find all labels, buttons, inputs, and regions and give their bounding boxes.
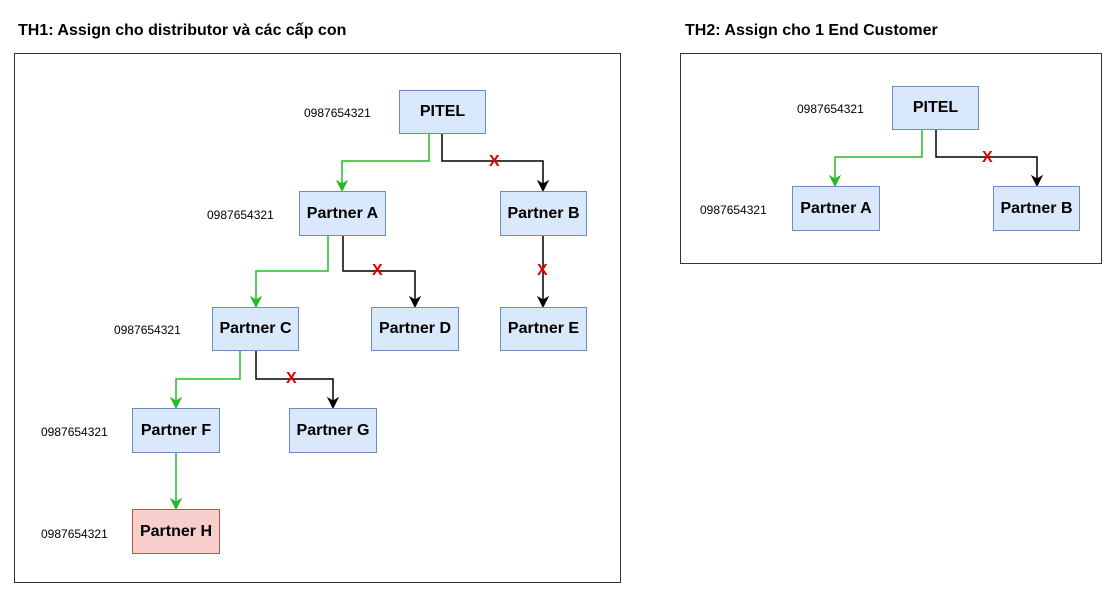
th1-node-partner-b[interactable]: Partner B xyxy=(500,191,587,236)
th2-node-partner-a[interactable]: Partner A xyxy=(792,186,880,231)
arrowhead-partner-c xyxy=(249,295,263,309)
arrowhead-partner-g xyxy=(326,396,340,410)
arrowhead-partner-b xyxy=(536,179,550,193)
th2-edge-pitel-partner-b xyxy=(935,130,1038,179)
arrowhead-partner-e xyxy=(536,295,550,309)
edge-pitel-partner-a xyxy=(341,134,430,184)
th2-phone-pitel: 0987654321 xyxy=(797,102,864,116)
edge-pitel-partner-b xyxy=(441,134,544,184)
th1-node-partner-f[interactable]: Partner F xyxy=(132,408,220,453)
edge-partner-c-partner-f xyxy=(175,351,241,401)
th2-node-partner-b[interactable]: Partner B xyxy=(993,186,1080,231)
th2-arrowhead-partner-b xyxy=(1030,174,1044,188)
th1-phone-partner-c: 0987654321 xyxy=(114,323,181,337)
th2-edge-pitel-partner-a xyxy=(834,130,923,179)
arrowhead-partner-d xyxy=(408,295,422,309)
arrowhead-partner-h xyxy=(169,497,183,511)
th1-phone-partner-h: 0987654321 xyxy=(41,527,108,541)
arrowhead-partner-f xyxy=(169,396,183,410)
blocked-mark-partner-c-partner-g: X xyxy=(286,370,297,387)
th1-node-partner-c[interactable]: Partner C xyxy=(212,307,299,351)
th1-title: TH1: Assign cho distributor và các cấp c… xyxy=(18,22,347,39)
edge-partner-c-partner-g xyxy=(255,351,334,401)
th1-node-partner-d[interactable]: Partner D xyxy=(371,307,459,351)
th1-phone-partner-f: 0987654321 xyxy=(41,425,108,439)
edge-partner-a-partner-c xyxy=(255,236,329,300)
th1-node-partner-g[interactable]: Partner G xyxy=(289,408,377,453)
th2-title: TH2: Assign cho 1 End Customer xyxy=(685,22,938,39)
arrowhead-partner-a xyxy=(335,179,349,193)
th1-node-pitel[interactable]: PITEL xyxy=(399,90,486,134)
blocked-mark-pitel-partner-b: X xyxy=(489,153,500,170)
th1-phone-partner-a: 0987654321 xyxy=(207,208,274,222)
th1-node-partner-e[interactable]: Partner E xyxy=(500,307,587,351)
th2-blocked-mark-pitel-partner-b: X xyxy=(982,149,993,166)
th2-phone-partner-a: 0987654321 xyxy=(700,203,767,217)
th1-phone-pitel: 0987654321 xyxy=(304,106,371,120)
blocked-mark-partner-a-partner-d: X xyxy=(372,262,383,279)
th1-node-partner-h[interactable]: Partner H xyxy=(132,509,220,554)
th2-node-pitel[interactable]: PITEL xyxy=(892,86,979,130)
th1-node-partner-a[interactable]: Partner A xyxy=(299,191,386,236)
edge-partner-a-partner-d xyxy=(342,236,416,300)
th2-arrowhead-partner-a xyxy=(828,174,842,188)
blocked-mark-partner-b-partner-e: X xyxy=(537,262,548,279)
